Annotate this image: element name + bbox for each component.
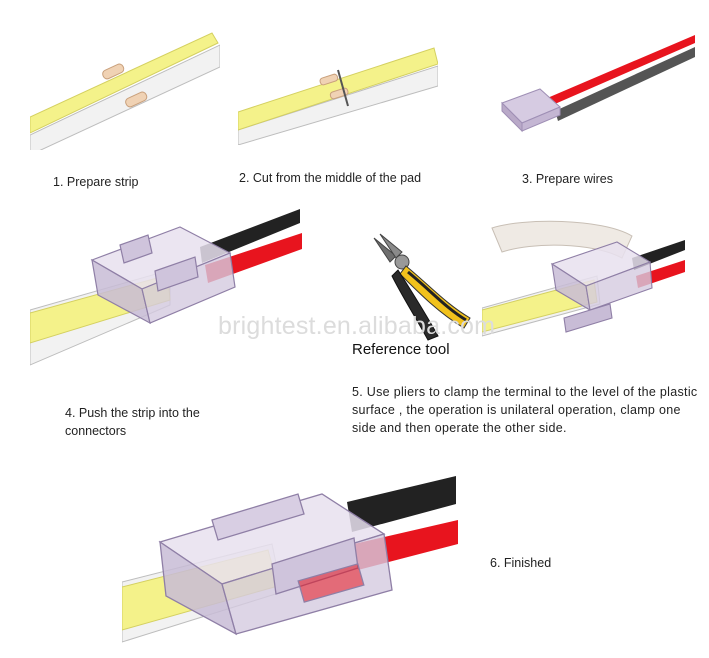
step6-label: 6. Finished: [490, 554, 551, 572]
step3-label: 3. Prepare wires: [522, 170, 613, 188]
watermark-text: brightest.en.alibaba.com: [218, 312, 495, 341]
step2-label: 2. Cut from the middle of the pad: [239, 169, 421, 187]
step2-cut-image: [238, 30, 438, 145]
step6-finished-image: [122, 472, 460, 652]
step1-label: 1. Prepare strip: [53, 173, 138, 191]
step4-push-image: [30, 205, 305, 370]
step3-wires-image: [500, 15, 700, 135]
step4-label: 4. Push the strip into the connectors: [65, 404, 225, 440]
step1-strip-image: [30, 15, 220, 150]
reference-tool-label: Reference tool: [352, 341, 450, 358]
step5-clamp-image: [482, 218, 687, 343]
step5-label: 5. Use pliers to clamp the terminal to t…: [352, 383, 702, 437]
